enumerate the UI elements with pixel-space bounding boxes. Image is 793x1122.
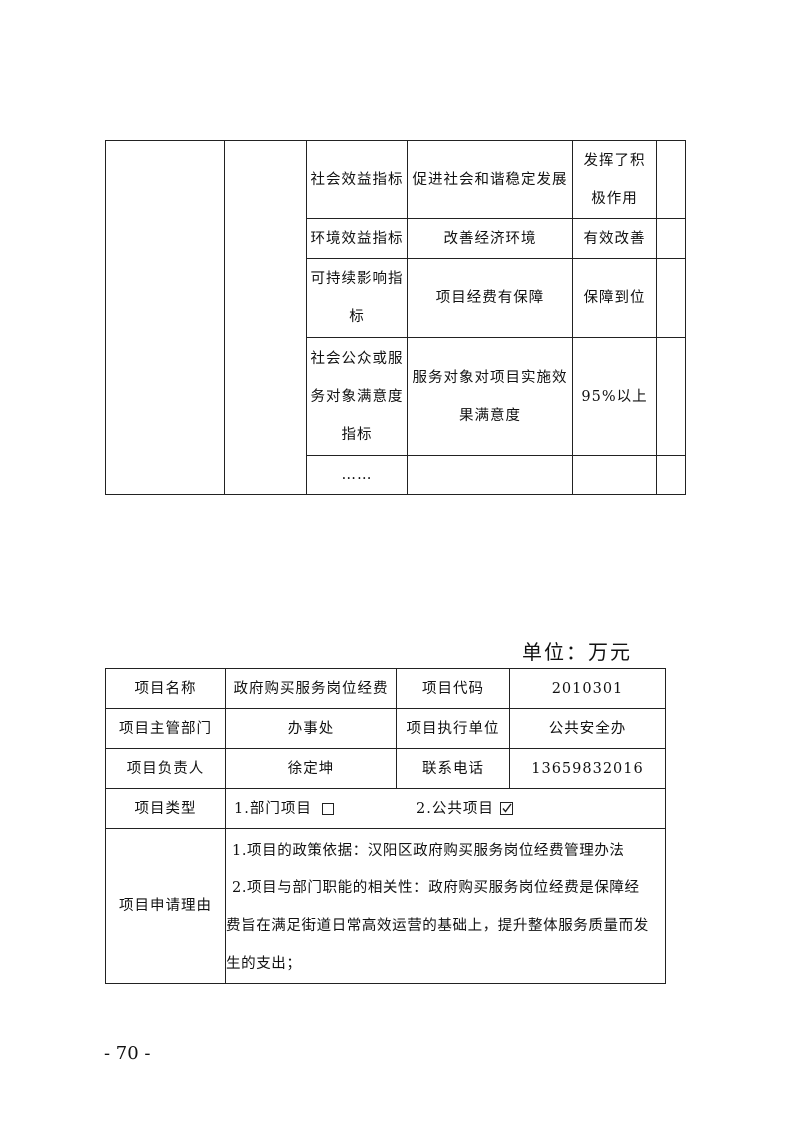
- type-option-label: 2.公共项目: [416, 800, 494, 817]
- phone-value: 13659832016: [531, 760, 644, 777]
- reason-line: 2.项目与部门职能的相关性：政府购买服务岗位经费是保障经: [232, 880, 640, 896]
- row-divider: [105, 788, 666, 790]
- col-divider: [572, 140, 574, 495]
- col-divider: [224, 140, 226, 495]
- col-divider: [509, 668, 511, 788]
- indicator-cell: ……: [341, 467, 373, 483]
- col-divider: [105, 668, 107, 984]
- project-name-value: 政府购买服务岗位经费: [233, 680, 389, 697]
- row-divider: [105, 828, 666, 830]
- target-cell: 保障到位: [583, 290, 646, 306]
- reason-label: 项目申请理由: [119, 898, 212, 914]
- target-cell: 95%以上: [581, 388, 648, 405]
- indicator-cell: 社会公众或服务对象满意度指标: [310, 350, 404, 443]
- col-divider: [396, 668, 398, 788]
- project-type-label: 项目类型: [134, 800, 197, 817]
- dept-label: 项目主管部门: [119, 720, 212, 737]
- col-divider: [656, 140, 658, 495]
- type-option-public[interactable]: 2.公共项目: [410, 789, 610, 828]
- row-divider: [306, 337, 686, 339]
- col-divider: [306, 140, 308, 495]
- dept-value: 办事处: [287, 720, 335, 737]
- content-cell: 项目经费有保障: [435, 290, 545, 306]
- type-option-label: 1.部门项目: [234, 800, 312, 817]
- row-divider: [306, 258, 686, 260]
- table-border: [105, 494, 686, 496]
- col-divider: [407, 140, 409, 495]
- reason-line: 1.项目的政策依据：汉阳区政府购买服务岗位经费管理办法: [232, 843, 625, 859]
- content-cell: 促进社会和谐稳定发展: [412, 171, 568, 188]
- owner-label: 项目负责人: [126, 760, 205, 777]
- project-name-label: 项目名称: [134, 680, 197, 697]
- row-divider: [105, 708, 666, 710]
- target-cell: 发挥了积极作用: [583, 152, 646, 207]
- exec-unit-value: 公共安全办: [548, 720, 627, 737]
- indicator-cell: 环境效益指标: [310, 230, 404, 247]
- row-divider: [105, 748, 666, 750]
- row-divider: [306, 455, 686, 457]
- content-cell: 改善经济环境: [443, 230, 537, 247]
- indicator-cell: 社会效益指标: [310, 171, 404, 188]
- indicator-cell: 可持续影响指标: [310, 271, 404, 325]
- reason-line: 费旨在满足街道日常高效运营的基础上，提升整体服务质量而发: [226, 918, 649, 934]
- reason-line: 生的支出；: [226, 956, 302, 972]
- project-code-value: 2010301: [551, 680, 624, 697]
- unchecked-box-icon[interactable]: [321, 802, 334, 815]
- project-code-label: 项目代码: [422, 680, 484, 697]
- unit-label: 单位：万元: [522, 640, 632, 664]
- checked-box-icon[interactable]: [499, 802, 513, 815]
- page-number: - 70 -: [104, 1043, 151, 1064]
- content-cell: 服务对象对项目实施效果满意度: [412, 369, 568, 424]
- exec-unit-label: 项目执行单位: [406, 720, 500, 737]
- col-divider: [225, 668, 227, 984]
- row-divider: [306, 218, 686, 220]
- col-divider: [665, 668, 667, 984]
- col-divider: [685, 140, 687, 495]
- col-divider: [105, 140, 107, 495]
- owner-value: 徐定坤: [287, 760, 335, 777]
- phone-label: 联系电话: [422, 760, 484, 777]
- table-border: [105, 140, 686, 142]
- type-option-department[interactable]: 1.部门项目: [226, 789, 406, 828]
- table-border: [105, 668, 666, 670]
- table-border: [105, 983, 666, 985]
- target-cell: 有效改善: [583, 230, 646, 247]
